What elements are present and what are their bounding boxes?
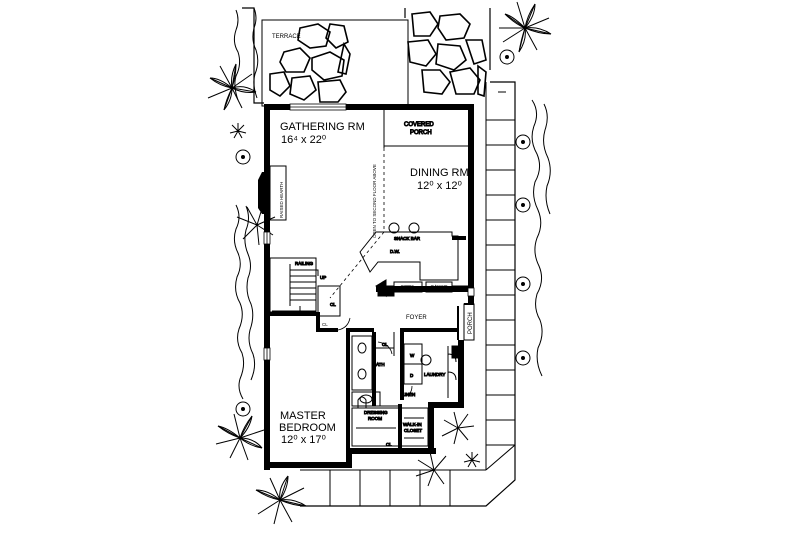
flagstone-left	[269, 23, 351, 103]
walls	[264, 104, 474, 470]
porch-label: PORCH	[468, 312, 474, 334]
washer-label: W	[410, 353, 415, 358]
stool	[408, 222, 420, 234]
master-name-1: MASTER	[280, 410, 326, 422]
railing-label: RAILING	[295, 261, 314, 266]
round-shrubs	[235, 49, 531, 417]
gathering-name: GATHERING RM	[280, 121, 365, 133]
stair-closet-label: CL	[330, 302, 336, 307]
dressing-room: DRESSING ROOM CL WALK-IN CLOSET	[351, 407, 429, 448]
master-size: 12⁰ x 17⁰	[281, 434, 326, 446]
laundry-label: LAUNDRY	[424, 372, 445, 377]
dining-size: 12⁰ x 12⁰	[417, 180, 462, 192]
wall-top	[264, 104, 474, 110]
room-labels: GATHERING RM 16⁴ x 22⁰ DINING RM 12⁰ x 1…	[279, 121, 469, 446]
foyer-closet-label: CL	[322, 322, 328, 327]
dryer-label: D	[410, 373, 414, 378]
landscaping	[233, 7, 551, 400]
side-walk	[300, 81, 516, 507]
shrub	[515, 134, 531, 150]
laundry: W D LAUNDRY LINEN	[402, 343, 459, 398]
covered-porch-label-1: COVERED	[404, 122, 434, 128]
covered-porch-label-2: PORCH	[410, 130, 432, 136]
walkin-label-2: CLOSET	[404, 428, 422, 433]
trees	[207, 1, 552, 525]
shrub	[235, 149, 251, 165]
flagstone-right	[407, 11, 487, 98]
up-label: UP	[320, 275, 326, 280]
shrub	[515, 350, 531, 366]
hedge-top-left	[242, 7, 264, 104]
covered-porch: COVERED PORCH	[383, 110, 468, 148]
walkin-label-1: WALK-IN	[403, 422, 422, 427]
kitchen: SNACK BAR D.W. REF'G RANGE	[359, 222, 468, 298]
hedge-right	[531, 99, 543, 377]
foyer-name: FOYER	[406, 315, 427, 321]
door-swings	[337, 317, 413, 397]
tree-bottom-left	[215, 413, 265, 461]
tree-left-upper	[207, 63, 257, 111]
shrub	[515, 276, 531, 292]
dressing-closet-label: CL	[386, 442, 392, 447]
dressing-label-1: DRESSING	[364, 410, 388, 415]
snack-bar-label: SNACK BAR	[394, 236, 421, 241]
small-plant-right	[463, 452, 481, 468]
gathering-size: 16⁴ x 22⁰	[281, 134, 327, 146]
terrace: TERRACE	[261, 11, 487, 107]
shrub	[515, 197, 531, 213]
entry-porch: PORCH	[457, 303, 475, 341]
tree-right-entry	[441, 411, 475, 445]
dressing-label-2: ROOM	[368, 416, 382, 421]
tree-top-right	[499, 1, 552, 53]
hedge-top-right	[404, 8, 491, 70]
bath-label: BATH	[373, 362, 385, 367]
open-above-label: OPEN TO SECOND FLOOR ABOVE	[372, 164, 377, 238]
small-plant-left	[229, 123, 247, 139]
range-label: RANGE	[431, 285, 447, 290]
shrub	[235, 401, 251, 417]
master-name-2: BEDROOM	[279, 422, 336, 434]
stairs: RAILING UP CL	[269, 257, 341, 317]
fireplace: RAISED HEARTH	[258, 165, 287, 221]
stool	[388, 222, 400, 234]
terrace-label: TERRACE	[272, 34, 301, 40]
tree-bottom-right	[415, 451, 452, 487]
hedge-left	[233, 204, 245, 400]
dining-name: DINING RM	[410, 167, 469, 179]
dw-label: D.W.	[390, 249, 400, 254]
shrub	[499, 49, 515, 65]
refg-label: REF'G	[401, 285, 415, 290]
tree-bottom-center	[255, 475, 307, 525]
raised-hearth-label: RAISED HEARTH	[279, 182, 284, 218]
